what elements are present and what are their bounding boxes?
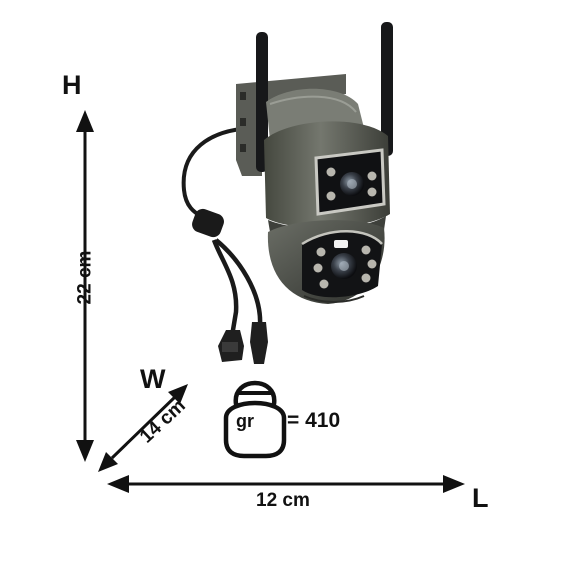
height-arrow — [76, 110, 94, 462]
length-dimension-label: 12 cm — [256, 490, 310, 511]
camera-illustration — [181, 22, 393, 364]
length-axis-letter: L — [472, 483, 489, 513]
length-arrow — [107, 475, 465, 493]
kettlebell-icon — [223, 380, 287, 459]
width-arrow — [98, 384, 188, 472]
weight-value-label: = 410 — [287, 409, 341, 432]
weight-unit-label: gr — [236, 411, 254, 431]
height-axis-letter: H — [62, 70, 82, 100]
width-axis-letter: W — [140, 364, 166, 394]
height-dimension-label: 22 cm — [74, 250, 96, 305]
